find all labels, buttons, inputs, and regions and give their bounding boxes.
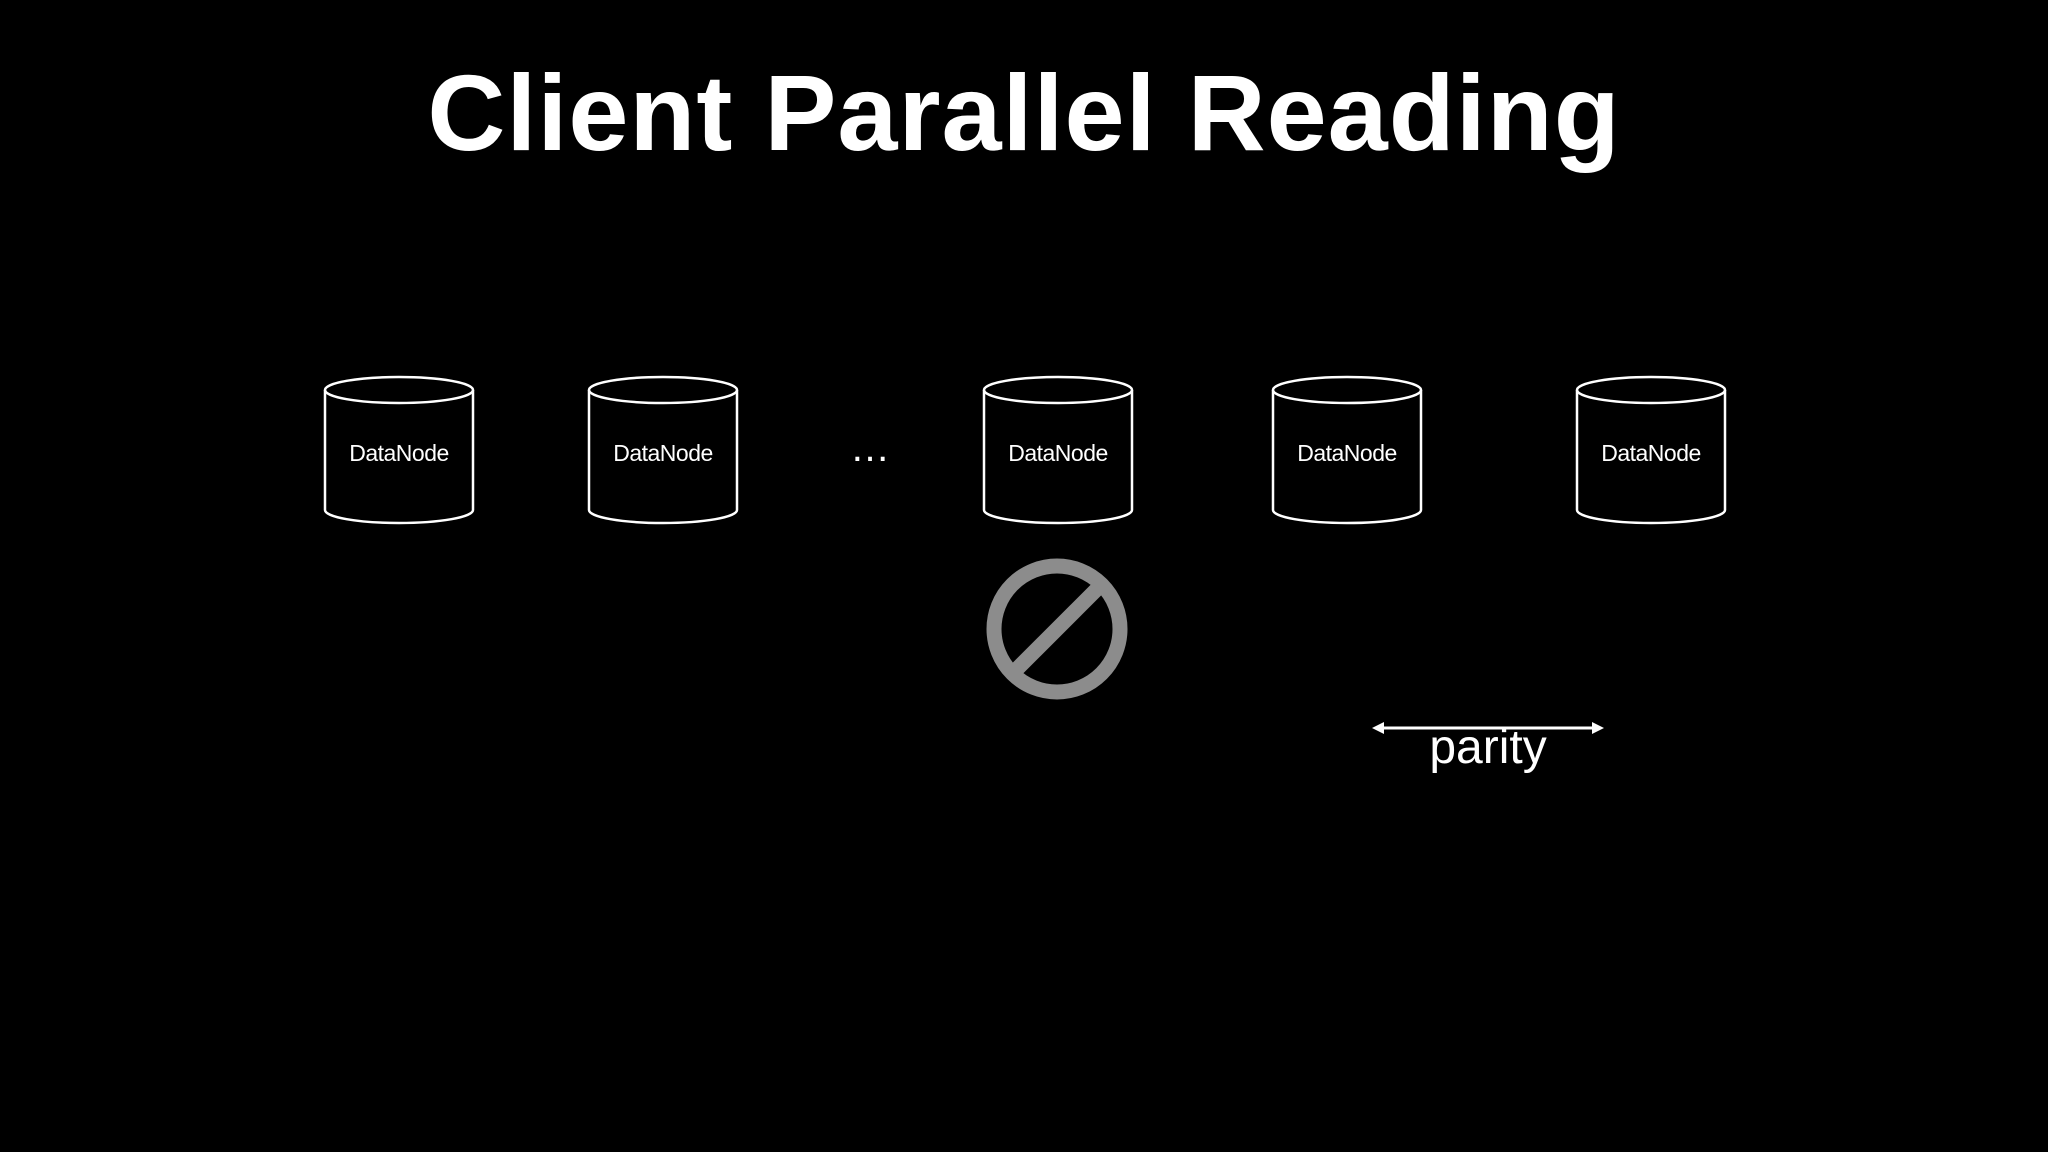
double-arrow-icon [1372, 722, 1604, 734]
parity-label: parity [1429, 721, 1547, 774]
datanode-label: DataNode [1008, 440, 1108, 466]
datanode-4: DataNode [1270, 373, 1424, 527]
datanode-label: DataNode [1601, 440, 1701, 466]
cylinder-icon [1271, 375, 1423, 525]
datanode-label: DataNode [1297, 440, 1397, 466]
datanode-2: DataNode [586, 373, 740, 527]
cylinder-icon [1575, 375, 1727, 525]
datanode-label: DataNode [349, 440, 449, 466]
datanode-5: DataNode [1574, 373, 1728, 527]
prohibited-icon [986, 558, 1128, 700]
ellipsis: … [850, 426, 894, 470]
datanode-3: DataNode [981, 373, 1135, 527]
slide-title: Client Parallel Reading [427, 52, 1621, 173]
cylinder-icon [587, 375, 739, 525]
cylinder-icon [982, 375, 1134, 525]
datanode-1: DataNode [322, 373, 476, 527]
datanode-label: DataNode [613, 440, 713, 466]
cylinder-icon [323, 375, 475, 525]
